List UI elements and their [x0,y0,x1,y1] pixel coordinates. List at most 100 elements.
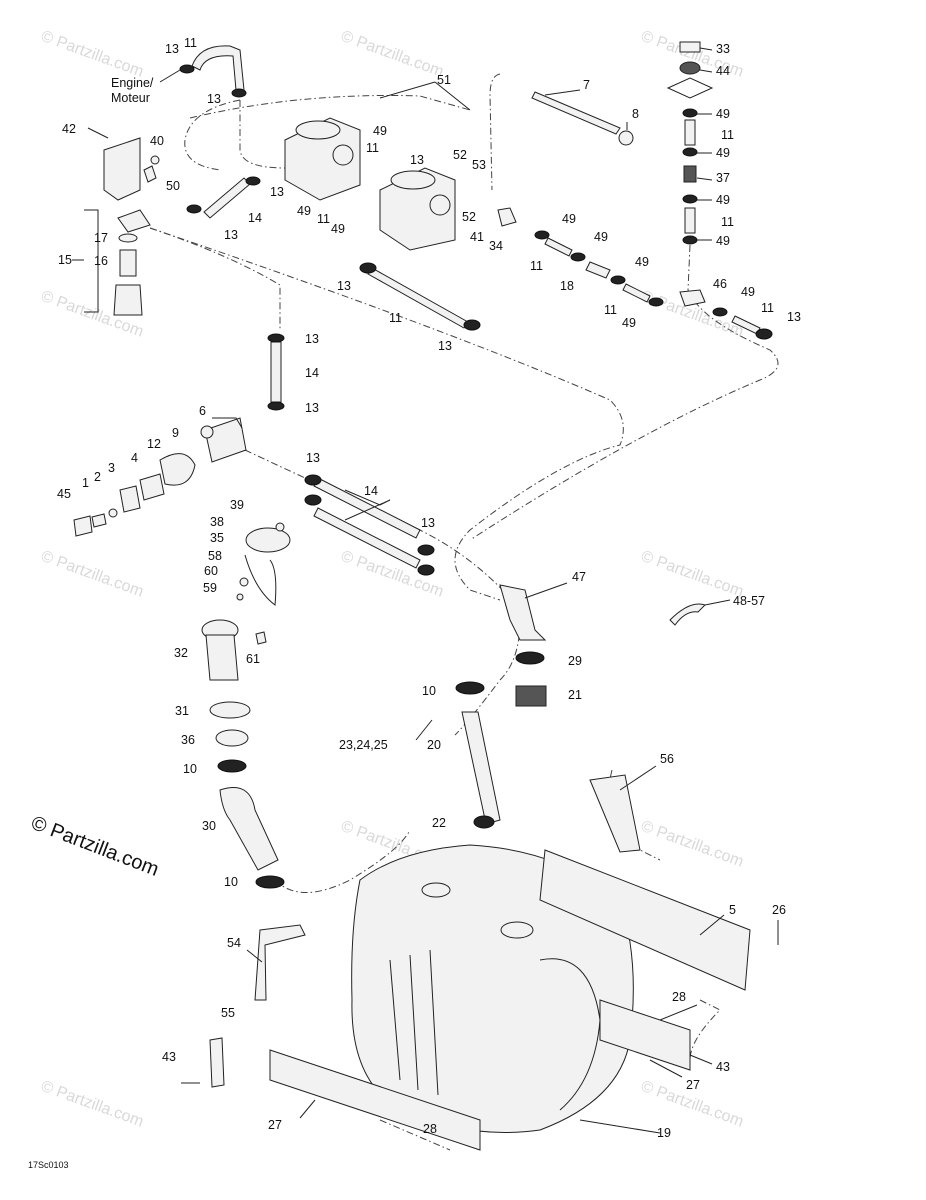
fuel-line-routing [149,73,779,1151]
callout-label: 39 [230,498,244,512]
callout-label: 49 [716,146,730,160]
callout-label: 10 [183,762,197,776]
callout-label: 11 [184,36,197,50]
callout-label: 31 [175,704,189,718]
callout-label: 49 [622,316,636,330]
clamp-13 [359,262,377,274]
callout-label: 37 [716,171,730,185]
callout-label: 11 [317,212,330,226]
callout-label: 27 [686,1078,700,1092]
callout-label: 13 [421,516,435,530]
fuel-tank [209,774,751,1151]
callout-label: 36 [181,733,195,747]
callout-label: 13 [270,185,284,199]
callout-label: 52 [453,148,467,162]
upper-hoses [179,45,481,576]
clamp-13 [417,564,435,576]
callout-label: 11 [530,259,543,273]
callout-label: 48-57 [733,594,765,608]
callout-label: 11 [389,311,402,325]
callout-label: 10 [224,875,238,889]
hose-11-long [367,267,469,329]
callout-label: 33 [716,42,730,56]
clamp-13 [417,544,435,556]
callout-label: 30 [202,819,216,833]
callout-label: 49 [331,222,345,236]
callout-label: 11 [604,303,617,317]
callout-label: 49 [594,230,608,244]
callout-label: 47 [572,570,586,584]
callout-label: 13 [305,332,319,346]
callout-label: 58 [208,549,222,563]
watermark: © Partzilla.com [639,548,746,601]
callout-label: 38 [210,515,224,529]
callout-label: 45 [57,487,71,501]
hose-14 [203,177,251,219]
callout-label: 53 [472,158,486,172]
callout-label: 15 [58,253,72,267]
callout-label: 13 [787,310,801,324]
callout-labels: 13 11 13 51 7 8 33 44 49 11 49 37 49 11 … [57,36,801,1140]
callout-label: 17 [94,231,108,245]
engine-label-line1: Engine/ [111,76,154,90]
callout-label: 49 [635,255,649,269]
callout-label: 34 [489,239,503,253]
callout-label: 13 [306,451,320,465]
watermark: © Partzilla.com [39,28,146,81]
callout-label: 49 [741,285,755,299]
hose-11-top [191,45,245,91]
callout-label: 9 [172,426,179,440]
diagram-code: 17Sc0103 [28,1160,69,1170]
callout-label: 41 [470,230,484,244]
callout-label: 49 [716,234,730,248]
carburetors [284,117,456,251]
callout-label: 11 [721,128,734,142]
callout-label: 7 [583,78,590,92]
callout-label: 21 [568,688,582,702]
callout-label: 13 [224,228,238,242]
callout-label: 11 [366,141,379,155]
callout-label: 40 [150,134,164,148]
clamp-13 [267,401,285,411]
callout-label: 49 [716,193,730,207]
watermark: © Partzilla.com [39,1078,146,1131]
callout-label: 49 [716,107,730,121]
callout-label: 28 [423,1122,437,1136]
filler-neck [201,522,291,889]
callout-label: 59 [203,581,217,595]
callout-label: 16 [94,254,108,268]
callout-label: 32 [174,646,188,660]
watermark: © Partzilla.com [39,548,146,601]
callout-label: 43 [716,1060,730,1074]
callout-label: 55 [221,1006,235,1020]
callout-label: 14 [364,484,378,498]
callout-label: 2 [94,470,101,484]
callout-label: 13 [337,279,351,293]
clamp-13 [267,333,285,343]
fuel-filter-stack [497,41,773,340]
callout-label: 4 [131,451,138,465]
clamp-13 [304,494,322,506]
callout-label: 54 [227,936,241,950]
callout-label: 11 [721,215,734,229]
callout-label: 1 [82,476,89,490]
leader-lines [72,47,779,1134]
callout-label: 49 [373,124,387,138]
callout-label: 29 [568,654,582,668]
callout-label: 11 [761,301,774,315]
callout-label: 10 [422,684,436,698]
vent-pickup [455,584,706,829]
clamp-13 [231,88,247,98]
callout-label: 8 [632,107,639,121]
callout-label: 18 [560,279,574,293]
engine-label-line2: Moteur [111,91,150,105]
callout-label: 12 [147,437,161,451]
callout-label: 13 [165,42,179,56]
callout-label: 6 [199,404,206,418]
callout-label: 28 [672,990,686,1004]
callout-label: 43 [162,1050,176,1064]
callout-label: 5 [729,903,736,917]
callout-label: 20 [427,738,441,752]
